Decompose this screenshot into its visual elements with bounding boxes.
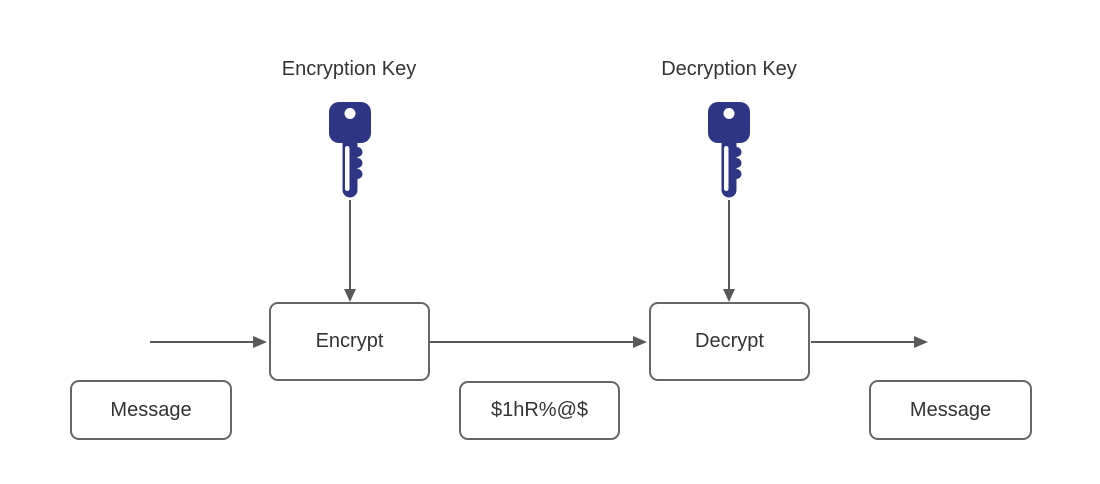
arrow-encrypt-to-decrypt [430,336,647,348]
arrow-into-encrypt [150,336,267,348]
arrow-out-of-decrypt [811,336,928,348]
arrow-encryption-key-to-encrypt [344,200,356,302]
key-icon [329,102,371,198]
key-icon [708,102,750,198]
arrow-decryption-key-to-decrypt [723,200,735,302]
decrypt-node: Decrypt [649,302,810,381]
decryption-key-label: Decryption Key [661,58,797,80]
encrypt-node: Encrypt [269,302,430,381]
decrypted-message-node: Message [869,380,1032,440]
encryption-key-label: Encryption Key [281,58,417,80]
plaintext-message-node: Message [70,380,232,440]
ciphertext-node: $1hR%@$ [459,381,620,440]
